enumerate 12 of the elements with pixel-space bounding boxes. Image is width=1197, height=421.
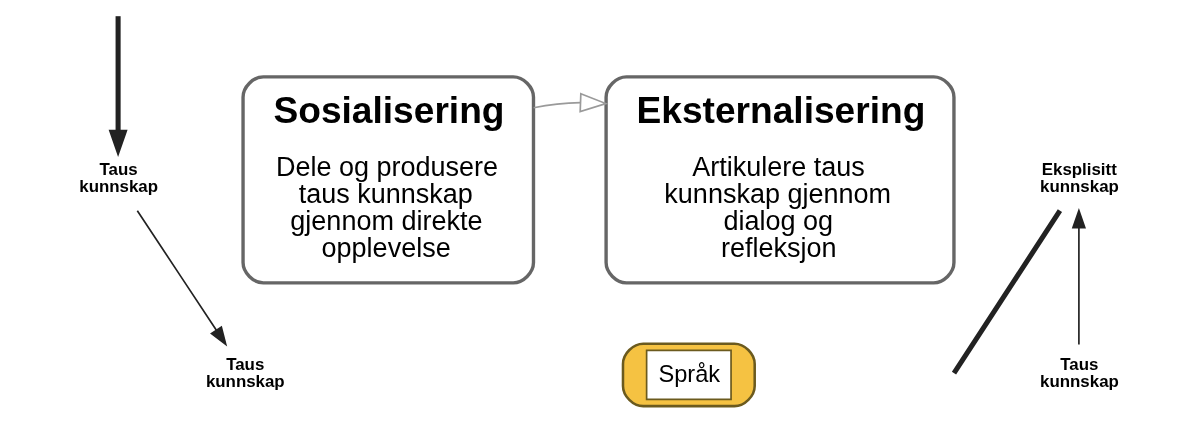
node-text: Taus kunnskap (1040, 354, 1119, 391)
arrow (1071, 208, 1086, 346)
connector (951, 209, 1063, 375)
node-box: Sosialisering Dele og produsere taus kunnskap gjennom direkte opplevelse (241, 75, 536, 285)
arrow (136, 209, 228, 347)
node-box: Eksternalisering Artikulere taus kunnskap gjennom dialog og refleksjon (604, 75, 956, 285)
node-text: Taus kunnskap (79, 159, 159, 196)
arrow (108, 16, 128, 157)
node-box: Språk (621, 342, 756, 408)
node-text: Eksplisitt kunnskap (1040, 159, 1119, 196)
node-text: Taus kunnskap (205, 354, 285, 391)
arrow (532, 92, 609, 113)
